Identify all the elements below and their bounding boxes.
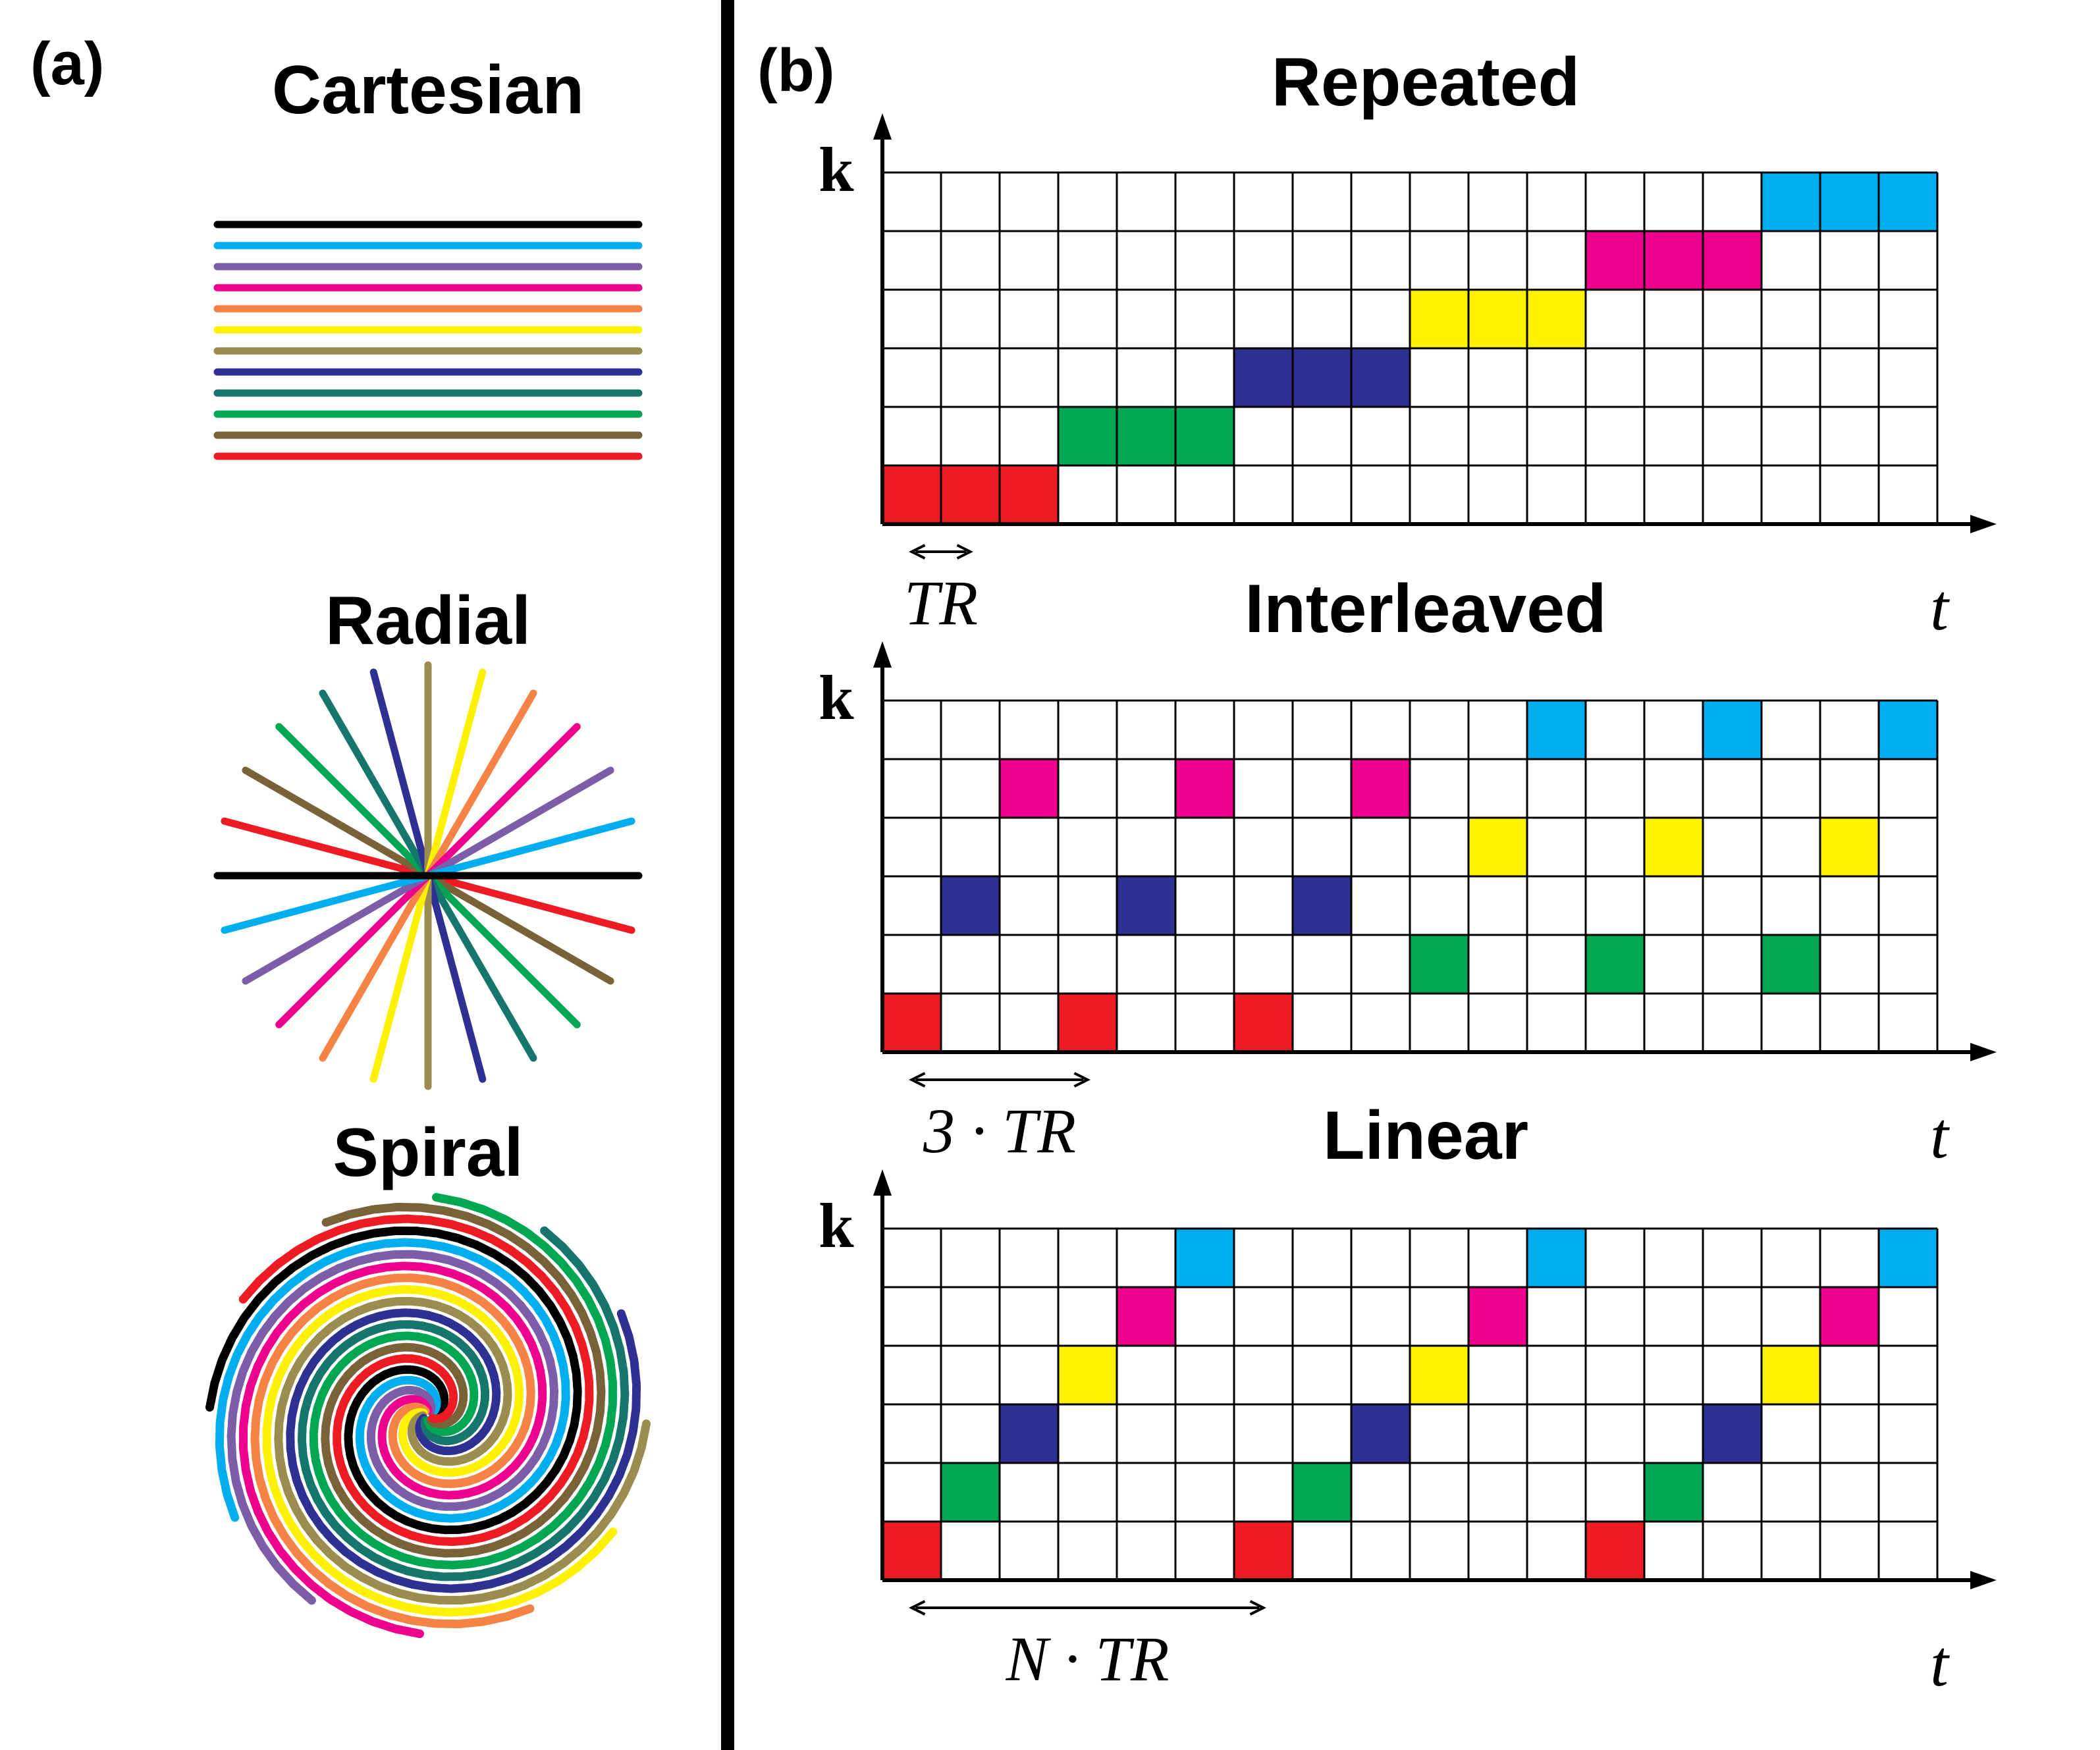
sample-cell bbox=[941, 465, 1000, 524]
sample-cell bbox=[1000, 1404, 1058, 1463]
sample-cell bbox=[1058, 1346, 1117, 1404]
spiral-arm bbox=[297, 1226, 630, 1581]
sample-cell bbox=[1234, 994, 1293, 1052]
spiral-title: Spiral bbox=[333, 1115, 524, 1191]
spacing-label: 3 · TR bbox=[923, 1096, 1076, 1166]
sample-cell bbox=[1703, 701, 1762, 759]
k-axis-label: k bbox=[819, 1190, 854, 1261]
spacing-arrow bbox=[909, 1072, 1090, 1088]
grid-title: Linear bbox=[1323, 1098, 1528, 1174]
spacing-label: TR bbox=[904, 568, 978, 638]
sample-cell bbox=[1644, 1463, 1703, 1522]
sample-cell bbox=[1644, 231, 1703, 290]
sample-cell bbox=[1293, 876, 1351, 935]
sample-cell bbox=[1175, 759, 1234, 818]
sample-cell bbox=[1410, 935, 1468, 994]
sample-cell bbox=[1175, 1229, 1234, 1287]
sample-cell bbox=[1879, 701, 1937, 759]
axes bbox=[873, 641, 1997, 1061]
sample-cell bbox=[882, 465, 941, 524]
sample-cell bbox=[1762, 935, 1820, 994]
sample-cell bbox=[1527, 290, 1586, 348]
grid-interleaved: Interleaved k t 3 · TR bbox=[819, 571, 1997, 1172]
sample-cell bbox=[1586, 1522, 1644, 1580]
sample-cell bbox=[1410, 290, 1468, 348]
sample-cell bbox=[1703, 231, 1762, 290]
sample-cell bbox=[1820, 172, 1879, 231]
spiral-arm bbox=[238, 1214, 594, 1547]
sample-cell bbox=[1351, 348, 1410, 407]
t-axis-label: t bbox=[1930, 1627, 1950, 1700]
spiral-arm bbox=[262, 1285, 618, 1617]
cartesian-trajectory bbox=[213, 221, 643, 460]
sample-cell bbox=[1175, 407, 1234, 465]
sample-cell bbox=[1703, 1404, 1762, 1463]
sample-cell bbox=[1117, 1287, 1175, 1346]
t-axis-label: t bbox=[1930, 571, 1950, 644]
spiral-trajectory bbox=[205, 1193, 651, 1638]
spiral-arm bbox=[215, 1238, 570, 1523]
spacing-label: N · TR bbox=[1005, 1624, 1169, 1694]
sample-cell bbox=[882, 1522, 941, 1580]
sample-cell bbox=[1468, 1287, 1527, 1346]
radial-trajectory bbox=[213, 661, 643, 1090]
sample-cell bbox=[1762, 172, 1820, 231]
spacing-arrow bbox=[909, 1600, 1266, 1616]
grid-title: Repeated bbox=[1272, 44, 1580, 120]
sample-cell bbox=[1586, 231, 1644, 290]
sample-cell bbox=[1351, 759, 1410, 818]
sample-cell bbox=[1000, 465, 1058, 524]
sample-cell bbox=[1820, 1287, 1879, 1346]
spiral-arm bbox=[205, 1227, 582, 1535]
grid-linear: Linear k t N · TR bbox=[819, 1098, 1997, 1700]
sample-cell bbox=[1762, 1346, 1820, 1404]
spiral-arm bbox=[239, 1261, 547, 1638]
sample-cell bbox=[1879, 172, 1937, 231]
axes bbox=[873, 113, 1997, 533]
axes bbox=[873, 1169, 1997, 1589]
sample-cell bbox=[1410, 1346, 1468, 1404]
sample-cell bbox=[1468, 818, 1527, 876]
panel-a-label: (a) bbox=[30, 30, 104, 97]
spiral-arm bbox=[286, 1308, 641, 1593]
sample-cell bbox=[1058, 994, 1117, 1052]
spacing-arrow bbox=[909, 544, 973, 560]
sample-cell bbox=[1000, 759, 1058, 818]
sample-cell bbox=[1527, 701, 1586, 759]
sample-cell bbox=[1117, 876, 1175, 935]
spiral-arm bbox=[274, 1296, 651, 1604]
spiral-arm bbox=[309, 1193, 617, 1570]
sample-cell bbox=[1527, 1229, 1586, 1287]
sample-cell bbox=[1117, 407, 1175, 465]
radial-title: Radial bbox=[325, 583, 531, 659]
sample-cell bbox=[1234, 348, 1293, 407]
sample-cell bbox=[1644, 818, 1703, 876]
sample-cell bbox=[1879, 1229, 1937, 1287]
sample-cell bbox=[1293, 1463, 1351, 1522]
cartesian-title: Cartesian bbox=[272, 52, 584, 128]
sample-cell bbox=[1468, 290, 1527, 348]
sample-cell bbox=[1586, 935, 1644, 994]
panel-b-label: (b) bbox=[757, 37, 834, 104]
k-axis-label: k bbox=[819, 662, 854, 733]
t-axis-label: t bbox=[1930, 1099, 1950, 1172]
sample-cell bbox=[1293, 348, 1351, 407]
spiral-arm bbox=[321, 1202, 606, 1558]
spiral-arm bbox=[250, 1273, 535, 1629]
spiral-arm bbox=[227, 1250, 559, 1605]
grid-repeated: Repeated k t TR bbox=[819, 44, 1997, 644]
sample-cell bbox=[941, 876, 1000, 935]
sample-cell bbox=[1351, 1404, 1410, 1463]
k-axis-label: k bbox=[819, 134, 854, 205]
sample-cell bbox=[1234, 1522, 1293, 1580]
sample-cell bbox=[1820, 818, 1879, 876]
sample-cell bbox=[941, 1463, 1000, 1522]
sample-cell bbox=[1058, 407, 1117, 465]
sample-cell bbox=[882, 994, 941, 1052]
grid-title: Interleaved bbox=[1245, 571, 1606, 647]
